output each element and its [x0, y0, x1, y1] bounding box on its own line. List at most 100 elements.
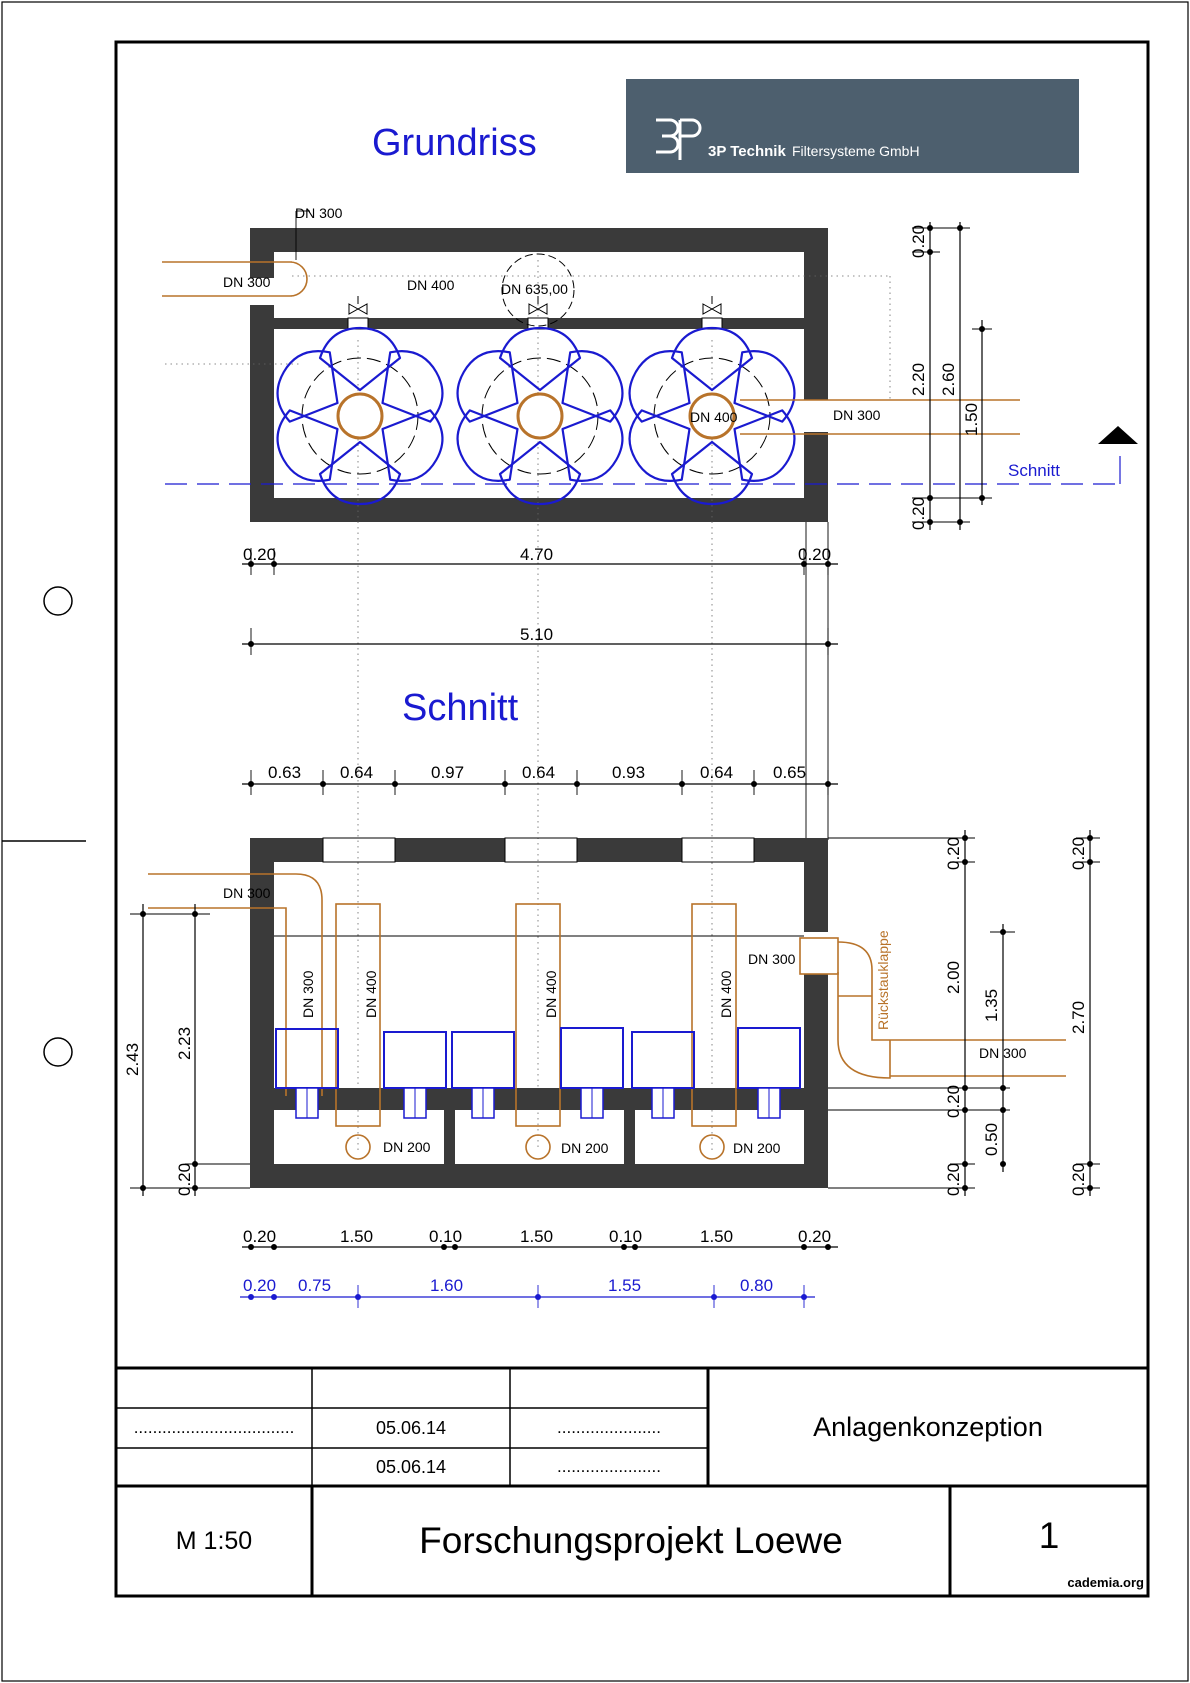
- section-divider-2: [624, 1110, 635, 1166]
- punch-hole-bottom: [43, 1037, 73, 1067]
- plan-dim-right-wall: 0.20: [798, 545, 831, 564]
- section-dim-right-c-base: 0.20: [1069, 1163, 1088, 1196]
- plan-filter-petal: [276, 350, 339, 423]
- plan-filter-petal: [733, 409, 796, 482]
- section-riser-dn400-a: [335, 903, 381, 1127]
- title-block-dots-c: ......................: [557, 1457, 661, 1476]
- plan-wall-right-upper: [804, 228, 828, 400]
- section-label-dn200-b: DN 200: [561, 1140, 609, 1156]
- section-dim-bottom-6: 1.50: [700, 1227, 733, 1246]
- section-dims-right-b: 1.35 0.50: [982, 924, 1015, 1172]
- plan-filter-petal: [561, 409, 624, 482]
- plan-filter-petal: [456, 409, 519, 482]
- plan-dim-right-inner: 1.50: [962, 403, 981, 436]
- plan-filter-petal: [498, 326, 582, 392]
- section-filter-module-3: [451, 1031, 515, 1119]
- section-label-dn200-a: DN 200: [383, 1139, 431, 1155]
- plan-inlet-pipe: [162, 261, 308, 297]
- plan-filter-petal: [456, 350, 519, 423]
- plan-filter-groups: [276, 326, 796, 506]
- plan-dim-inner: 4.70: [520, 545, 553, 564]
- section-dim-right-c-total: 2.70: [1069, 1001, 1088, 1034]
- section-dim-top-1: 0.63: [268, 763, 301, 782]
- plan-wall-left-upper: [250, 228, 274, 278]
- plan-label-dn400-center: DN 400: [690, 409, 738, 425]
- section-filter-module-6: [737, 1027, 801, 1119]
- title-block-date-2: 05.06.14: [375, 1456, 447, 1477]
- plan-wall-left-lower: [250, 305, 274, 522]
- section-label-dn400-c: DN 400: [718, 970, 734, 1018]
- title-block-dots-b: ......................: [557, 1418, 661, 1437]
- plan-filter-petal: [381, 350, 444, 423]
- section-dim-left-inner: 2.23: [175, 1027, 194, 1060]
- section-view: 0.63 0.64 0.97 0.64 0.93 0.64 0.65: [123, 763, 1100, 1308]
- section-dim-blue-1: 0.20: [243, 1276, 276, 1295]
- title-block-grid: [116, 1366, 1148, 1596]
- title-block-description: Anlagenkonzeption: [813, 1411, 1043, 1442]
- section-divider-1: [444, 1110, 455, 1166]
- section-dim-bottom-5: 0.10: [609, 1227, 642, 1246]
- plan-filter-petal: [318, 326, 402, 392]
- section-dim-bottom-7: 0.20: [798, 1227, 831, 1246]
- section-dims-bottom-black: 0.20 1.50 0.10 1.50 0.10 1.50 0.20: [242, 1227, 838, 1250]
- section-drain-dn200-a: [345, 1134, 371, 1160]
- section-marker-label: Schnitt: [1008, 461, 1060, 480]
- logo-text-bold: 3P Technik: [708, 143, 786, 160]
- logo-mark-icon: [656, 118, 702, 160]
- section-check-valve: [799, 937, 839, 975]
- section-dim-right-c-top: 0.20: [1069, 837, 1088, 870]
- section-filter-modules: [275, 1027, 801, 1119]
- section-wall-right-upper: [804, 838, 828, 932]
- plan-filter-core: [688, 392, 736, 440]
- section-dim-right-a-base: 0.20: [944, 1163, 963, 1196]
- plan-filter-petal: [318, 440, 402, 506]
- section-filter-box: [451, 1031, 515, 1089]
- section-label-dn300-valve: DN 300: [748, 951, 796, 967]
- plan-title: Grundriss: [372, 122, 537, 164]
- section-top-slab: [250, 837, 828, 863]
- plan-filter-petal: [670, 440, 754, 506]
- plan-filter-core: [516, 392, 564, 440]
- section-dim-blue-3: 1.60: [430, 1276, 463, 1295]
- plan-dim-right-total: 2.60: [939, 363, 958, 396]
- plan-dims-right: 0.20 2.20 2.60 0.20 1.50: [909, 222, 992, 530]
- title-block-dots-a: ..................................: [133, 1418, 295, 1437]
- plan-view: Schnitt DN 300 DN 300 DN 400 DN 635,00 D…: [162, 205, 1138, 1150]
- title-block-sheet-number: 1: [1038, 1515, 1060, 1556]
- title-block-project: Forschungsprojekt Loewe: [419, 1520, 843, 1561]
- plan-filter-group-3: [628, 326, 796, 506]
- plan-valves: [347, 296, 723, 330]
- section-dims-left: 2.43 2.23 0.20: [123, 904, 250, 1196]
- section-filter-module-5: [631, 1031, 695, 1119]
- plan-dims-bottom: 0.20 4.70 0.20 5.10: [242, 522, 838, 840]
- section-drain-dn200-c: [699, 1134, 725, 1160]
- section-dim-bottom-1: 0.20: [243, 1227, 276, 1246]
- section-filter-box: [383, 1031, 447, 1089]
- title-block-date-1: 05.06.14: [375, 1417, 447, 1438]
- plan-manhole-dn635: [501, 253, 575, 327]
- plan-filter-petal: [628, 350, 691, 423]
- section-dim-right-a-top: 0.20: [944, 837, 963, 870]
- section-dims-right-c: 0.20 2.70 0.20: [1069, 830, 1100, 1196]
- section-label-dn200-c: DN 200: [733, 1140, 781, 1156]
- plan-filter-petal: [276, 409, 339, 482]
- section-dim-left-total: 2.43: [123, 1043, 142, 1076]
- plan-label-dn300-top: DN 300: [295, 205, 343, 221]
- plan-label-dn300-left: DN 300: [223, 274, 271, 290]
- section-dims-top: 0.63 0.64 0.97 0.64 0.93 0.64 0.65: [242, 763, 838, 795]
- section-dim-top-2: 0.64: [340, 763, 373, 782]
- plan-filter-petal: [670, 326, 754, 392]
- plan-dim-right-mid: 2.20: [909, 363, 928, 396]
- plan-wall-right-lower: [804, 432, 828, 522]
- logo-text-regular: Filtersysteme GmbH: [792, 143, 920, 159]
- plan-dim-total: 5.10: [520, 625, 553, 644]
- section-label-dn400-b: DN 400: [543, 970, 559, 1018]
- section-dim-blue-5: 0.80: [740, 1276, 773, 1295]
- plan-wall-top: [250, 228, 828, 252]
- section-dims-right-a: 0.20 2.00 0.20 0.20: [828, 830, 975, 1196]
- plan-dim-left-wall: 0.20: [243, 545, 276, 564]
- plan-filter-petal: [381, 409, 444, 482]
- plan-filter-group-2: [456, 326, 624, 506]
- section-dim-top-3: 0.97: [431, 763, 464, 782]
